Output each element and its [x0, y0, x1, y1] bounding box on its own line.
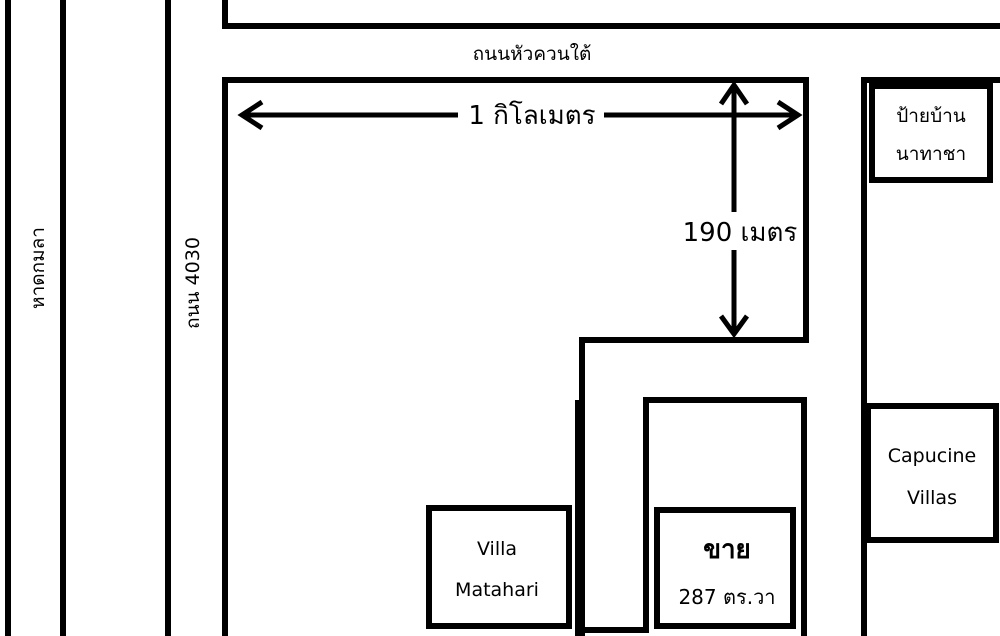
arrowhead-left [237, 99, 264, 131]
sale-title: ขาย [703, 535, 751, 565]
capucine-label-line2: Villas [907, 487, 957, 509]
beach-label: หาดกมลา [27, 227, 49, 309]
road-4030-label: ถนน 4030 [182, 237, 204, 329]
capucine-label-line1: Capucine [888, 445, 976, 467]
arrowhead-up [718, 80, 750, 106]
vertical-distance-label: 190 เมตร [683, 218, 798, 248]
north-road-label: ถนนหัวควนใต้ [473, 43, 592, 65]
north-road-edge [222, 0, 1000, 29]
sale-area: 287 ตร.วา [678, 585, 775, 609]
bus-stop-label-line1: ป้ายบ้าน [896, 105, 966, 127]
villa-matahari-label-line1: Villa [477, 538, 517, 560]
bus-stop-box [869, 83, 993, 183]
arrowhead-down [718, 314, 750, 339]
lane-box [582, 397, 807, 636]
east-road-edge [861, 77, 1000, 636]
villa-matahari-box [426, 505, 572, 629]
horizontal-distance-label: 1 กิโลเมตร [468, 100, 595, 131]
villa-matahari-label-line2: Matahari [455, 579, 539, 601]
bus-stop-label-line2: นาทาชา [896, 143, 966, 165]
main-plot-outline [222, 77, 809, 636]
capucine-villas-box [865, 403, 999, 543]
sale-plot-box [654, 507, 796, 629]
arrowhead-right [776, 99, 803, 131]
